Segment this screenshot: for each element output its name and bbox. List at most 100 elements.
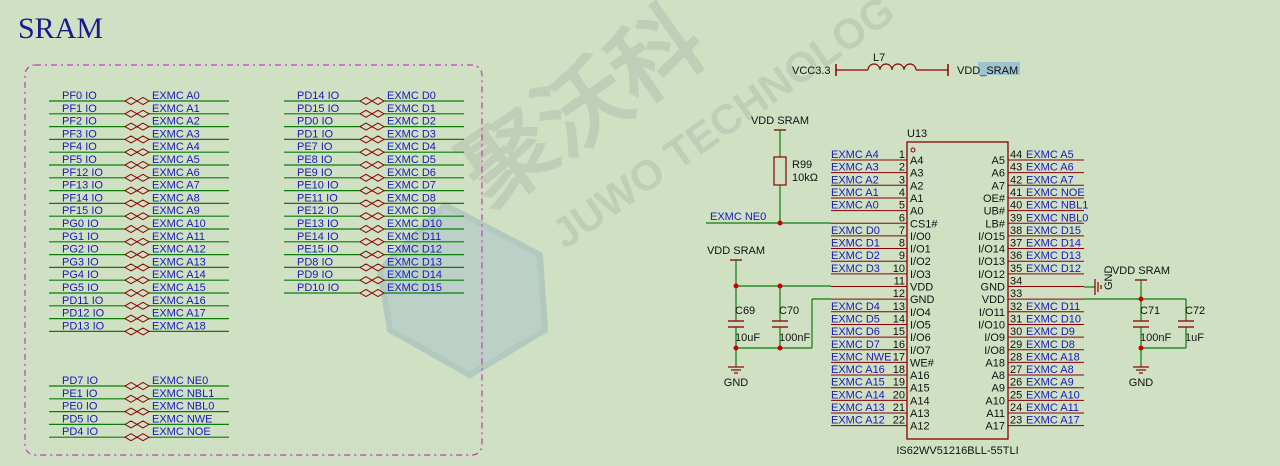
pin-name: I/O11 bbox=[979, 307, 1005, 319]
mcu-pin-label: PG4 IO bbox=[62, 269, 99, 281]
net-tie-row: PG4 IO EXMC A14 bbox=[49, 269, 229, 285]
mcu-pin-label: PG5 IO bbox=[62, 282, 99, 294]
pin-net-label: EXMC D12 bbox=[1026, 263, 1081, 275]
exmc-net-label: EXMC A7 bbox=[152, 180, 200, 192]
exmc-net-label: EXMC A11 bbox=[152, 231, 205, 243]
watermark: 聚沃科 JUWO TECHNOLOG bbox=[376, 0, 903, 379]
junction-dot bbox=[777, 345, 783, 351]
cap-value: 10uF bbox=[735, 332, 760, 344]
pin-name: OE# bbox=[983, 193, 1006, 205]
ground-symbol: GND bbox=[1129, 359, 1153, 389]
pin-net-label: EXMC A14 bbox=[831, 389, 885, 401]
pin-name: A5 bbox=[992, 155, 1005, 167]
pin-net-label: EXMC A6 bbox=[1026, 162, 1074, 174]
pin-name: A13 bbox=[910, 408, 930, 420]
pin-number: 39 bbox=[1010, 212, 1022, 224]
mcu-pin-label: PD11 IO bbox=[62, 295, 104, 307]
pin-number: 17 bbox=[893, 351, 905, 363]
pin-net-label: EXMC D6 bbox=[831, 326, 880, 338]
pin-name: A3 bbox=[910, 168, 923, 180]
mcu-pin-label: PF3 IO bbox=[62, 128, 97, 140]
net-tie-icon bbox=[124, 288, 150, 298]
net-tie-icon bbox=[124, 122, 150, 131]
pin-name: A12 bbox=[910, 421, 930, 433]
mcu-pin-label: PD1 IO bbox=[297, 128, 334, 140]
pin-name: I/O5 bbox=[910, 319, 931, 331]
pin-number: 40 bbox=[1010, 200, 1022, 212]
pin-net-label: EXMC A18 bbox=[1026, 351, 1080, 363]
net-tie-icon bbox=[124, 327, 150, 336]
exmc-net-label: EXMC NBL0 bbox=[152, 401, 214, 413]
pin-name: I/O2 bbox=[910, 256, 931, 268]
mcu-pin-label: PD15 IO bbox=[297, 103, 340, 115]
pin-name: WE# bbox=[910, 357, 935, 369]
pin-net-label: EXMC D14 bbox=[1026, 238, 1081, 250]
pin-number: 4 bbox=[899, 187, 905, 199]
pin-number: 21 bbox=[893, 402, 905, 414]
page-title: SRAM bbox=[18, 12, 103, 45]
net-tie-icon bbox=[124, 301, 150, 310]
exmc-net-label: EXMC D8 bbox=[387, 192, 436, 204]
mcu-pin-label: PD7 IO bbox=[62, 375, 99, 387]
pin-net-label: EXMC D8 bbox=[1026, 339, 1075, 351]
pin-number: 27 bbox=[1010, 364, 1022, 376]
pin-net-label: EXMC D4 bbox=[831, 301, 880, 313]
pin-number: 28 bbox=[1010, 351, 1022, 363]
mcu-pin-label: PD10 IO bbox=[297, 282, 340, 294]
exmc-net-label: EXMC A14 bbox=[152, 269, 206, 281]
pin-number: 20 bbox=[893, 389, 905, 401]
exmc-net-label: EXMC D9 bbox=[387, 205, 436, 217]
exmc-net-label: EXMC NOE bbox=[152, 426, 211, 438]
pin-net-label: EXMC D7 bbox=[831, 339, 880, 351]
watermark-logo-icon bbox=[376, 201, 549, 379]
pin-number: 15 bbox=[893, 326, 905, 338]
pin-name: I/O12 bbox=[978, 269, 1005, 281]
pin-net-label: EXMC D5 bbox=[831, 313, 880, 325]
exmc-net-label: EXMC A3 bbox=[152, 128, 200, 140]
exmc-net-label: EXMC NWE bbox=[152, 413, 213, 425]
mcu-pin-label: PE10 IO bbox=[297, 180, 339, 192]
pin-number: 35 bbox=[1010, 263, 1022, 275]
mcu-pin-label: PG2 IO bbox=[62, 244, 99, 256]
pin-number: 16 bbox=[893, 339, 905, 351]
inductor-left-net: VCC3.3 bbox=[792, 65, 831, 77]
pin-number: 26 bbox=[1010, 377, 1022, 389]
net-tie-icon bbox=[359, 199, 385, 208]
pin-number: 43 bbox=[1010, 162, 1022, 174]
net-tie-icon bbox=[124, 186, 150, 195]
pin-number: 24 bbox=[1010, 402, 1022, 414]
inductor-right-net: VDD_SRAM bbox=[957, 65, 1018, 77]
net-tie-icon bbox=[124, 276, 150, 285]
exmc-net-label: EXMC D3 bbox=[387, 128, 436, 140]
net-tie-icon bbox=[124, 199, 150, 208]
net-tie-icon bbox=[124, 212, 150, 221]
pin-name: GND bbox=[981, 282, 1006, 294]
pin-name: I/O9 bbox=[984, 332, 1005, 344]
exmc-net-label: EXMC A9 bbox=[152, 205, 200, 217]
net-tie-icon bbox=[124, 173, 150, 182]
pin-name: I/O7 bbox=[910, 345, 931, 357]
